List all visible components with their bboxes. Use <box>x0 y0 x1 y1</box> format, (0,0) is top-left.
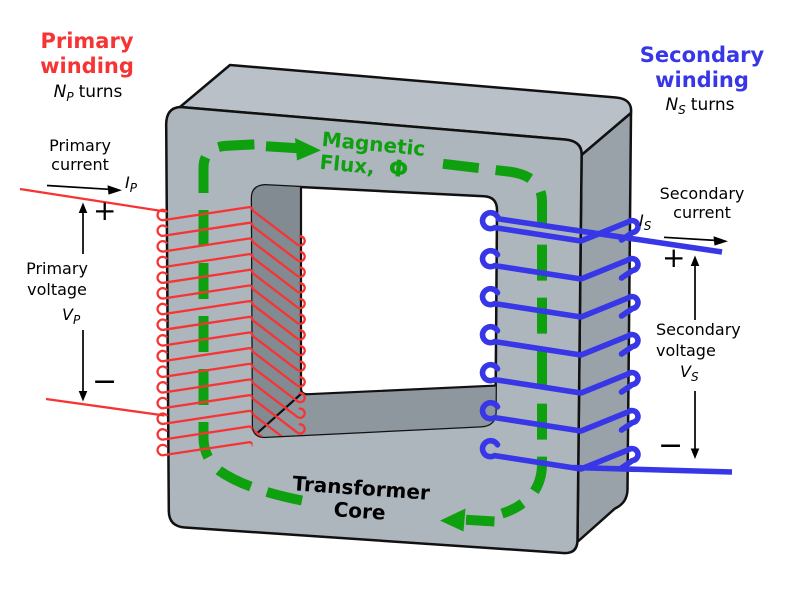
np-subscript: P <box>66 90 74 104</box>
secondary-lead-bottom <box>572 464 733 475</box>
secondary-minus-sign: − <box>658 428 684 463</box>
flux-word: Flux, <box>318 149 376 180</box>
primary-coil-turn <box>156 268 306 310</box>
flux-arrow-top-shaft <box>265 141 299 154</box>
secondary-winding-coil <box>479 209 641 472</box>
secondary-coil-turn <box>479 209 641 244</box>
secondary-voltage-arrowhead-up <box>690 255 700 266</box>
secondary-voltage-symbol: VS <box>680 362 699 384</box>
secondary-coil-turn <box>479 437 641 472</box>
primary-voltage-label: Primary voltage <box>7 258 107 300</box>
ip-subscript: P <box>129 181 137 195</box>
primary-plus-sign: + <box>93 194 117 227</box>
secondary-voltage-arrowhead-down <box>690 448 700 459</box>
secondary-title-line1: Secondary <box>639 43 765 67</box>
secondary-current-label: Secondary current <box>647 184 757 222</box>
primary-coil-turn <box>156 362 306 404</box>
primary-voltage-arrowhead-up <box>78 202 88 213</box>
primary-coil-turn <box>156 378 306 419</box>
primary-voltage-symbol: VP <box>62 305 80 327</box>
vs-subscript: S <box>690 370 699 384</box>
flux-loop-left <box>198 139 303 506</box>
np-suffix: turns <box>78 82 123 102</box>
primary-current-arrowhead <box>107 185 122 195</box>
vp-subscript: P <box>72 313 81 327</box>
primary-coil-turn <box>156 253 306 294</box>
secondary-coil-turn <box>479 285 641 320</box>
secondary-voltage-line2: voltage <box>656 341 716 360</box>
primary-coil-turn <box>156 394 306 435</box>
primary-current-arrow <box>46 184 110 191</box>
primary-current-line2: current <box>51 155 109 174</box>
core-inner-floor <box>252 385 497 437</box>
primary-title-line1: Primary <box>40 29 134 53</box>
primary-minus-sign: − <box>92 364 118 399</box>
secondary-title-line2: winding <box>655 68 749 92</box>
secondary-current-line1: Secondary <box>659 184 745 203</box>
primary-coil-turn <box>156 206 306 247</box>
primary-coil-turn <box>156 237 306 278</box>
primary-coil-turn <box>156 284 306 325</box>
ip-symbol: I <box>125 173 130 192</box>
ns-symbol: N <box>665 95 679 115</box>
secondary-current-symbol: IS <box>639 211 651 233</box>
primary-current-symbol: IP <box>125 173 137 195</box>
flux-arrow-top-head <box>295 138 321 161</box>
ns-suffix: turns <box>690 95 735 115</box>
primary-title-line2: winding <box>40 54 134 78</box>
primary-coil-turn <box>156 221 306 263</box>
primary-coil-turn <box>156 315 306 357</box>
core-inner-wall <box>252 185 301 437</box>
secondary-coil-turn <box>479 361 641 396</box>
flux-loop-right <box>442 158 547 519</box>
flux-arrow-bottom-head <box>440 508 466 532</box>
secondary-plus-sign: + <box>662 241 686 274</box>
phi-symbol: Φ <box>387 155 410 184</box>
secondary-coil-turn <box>479 323 641 358</box>
magnetic-flux-label: Magnetic Flux,Φ <box>318 127 427 184</box>
secondary-voltage-line1: Secondary <box>656 320 741 339</box>
primary-coil-turn <box>156 347 306 388</box>
secondary-voltage-label: Secondary voltage <box>656 319 741 361</box>
primary-current-label: Primary current <box>28 136 132 174</box>
secondary-current-arrowhead <box>713 236 728 246</box>
secondary-coil-turn <box>479 247 641 282</box>
secondary-current-line2: current <box>673 203 731 222</box>
primary-winding-title: Primary winding <box>28 29 146 79</box>
primary-voltage-line2: voltage <box>27 280 87 299</box>
ns-subscript: S <box>678 103 686 117</box>
primary-lead-top <box>19 187 166 213</box>
secondary-lead-top <box>495 215 723 255</box>
primary-voltage-line1: Primary <box>26 259 88 278</box>
primary-coil-turn <box>156 331 306 372</box>
primary-coil-turn <box>156 300 306 341</box>
primary-voltage-arrowhead-down <box>78 391 88 402</box>
flux-arrow-bottom-shaft <box>465 514 495 527</box>
primary-winding-coil <box>156 206 306 482</box>
secondary-current-arrow <box>663 236 716 242</box>
np-symbol: N <box>53 82 67 102</box>
secondary-winding-title: Secondary winding <box>627 43 777 93</box>
vp-symbol: V <box>62 305 73 324</box>
is-symbol: I <box>639 211 644 230</box>
vs-symbol: V <box>680 362 691 381</box>
primary-lead-bottom <box>45 397 165 417</box>
primary-current-line1: Primary <box>49 136 111 155</box>
secondary-coil-turn <box>479 399 641 434</box>
is-subscript: S <box>643 219 652 233</box>
